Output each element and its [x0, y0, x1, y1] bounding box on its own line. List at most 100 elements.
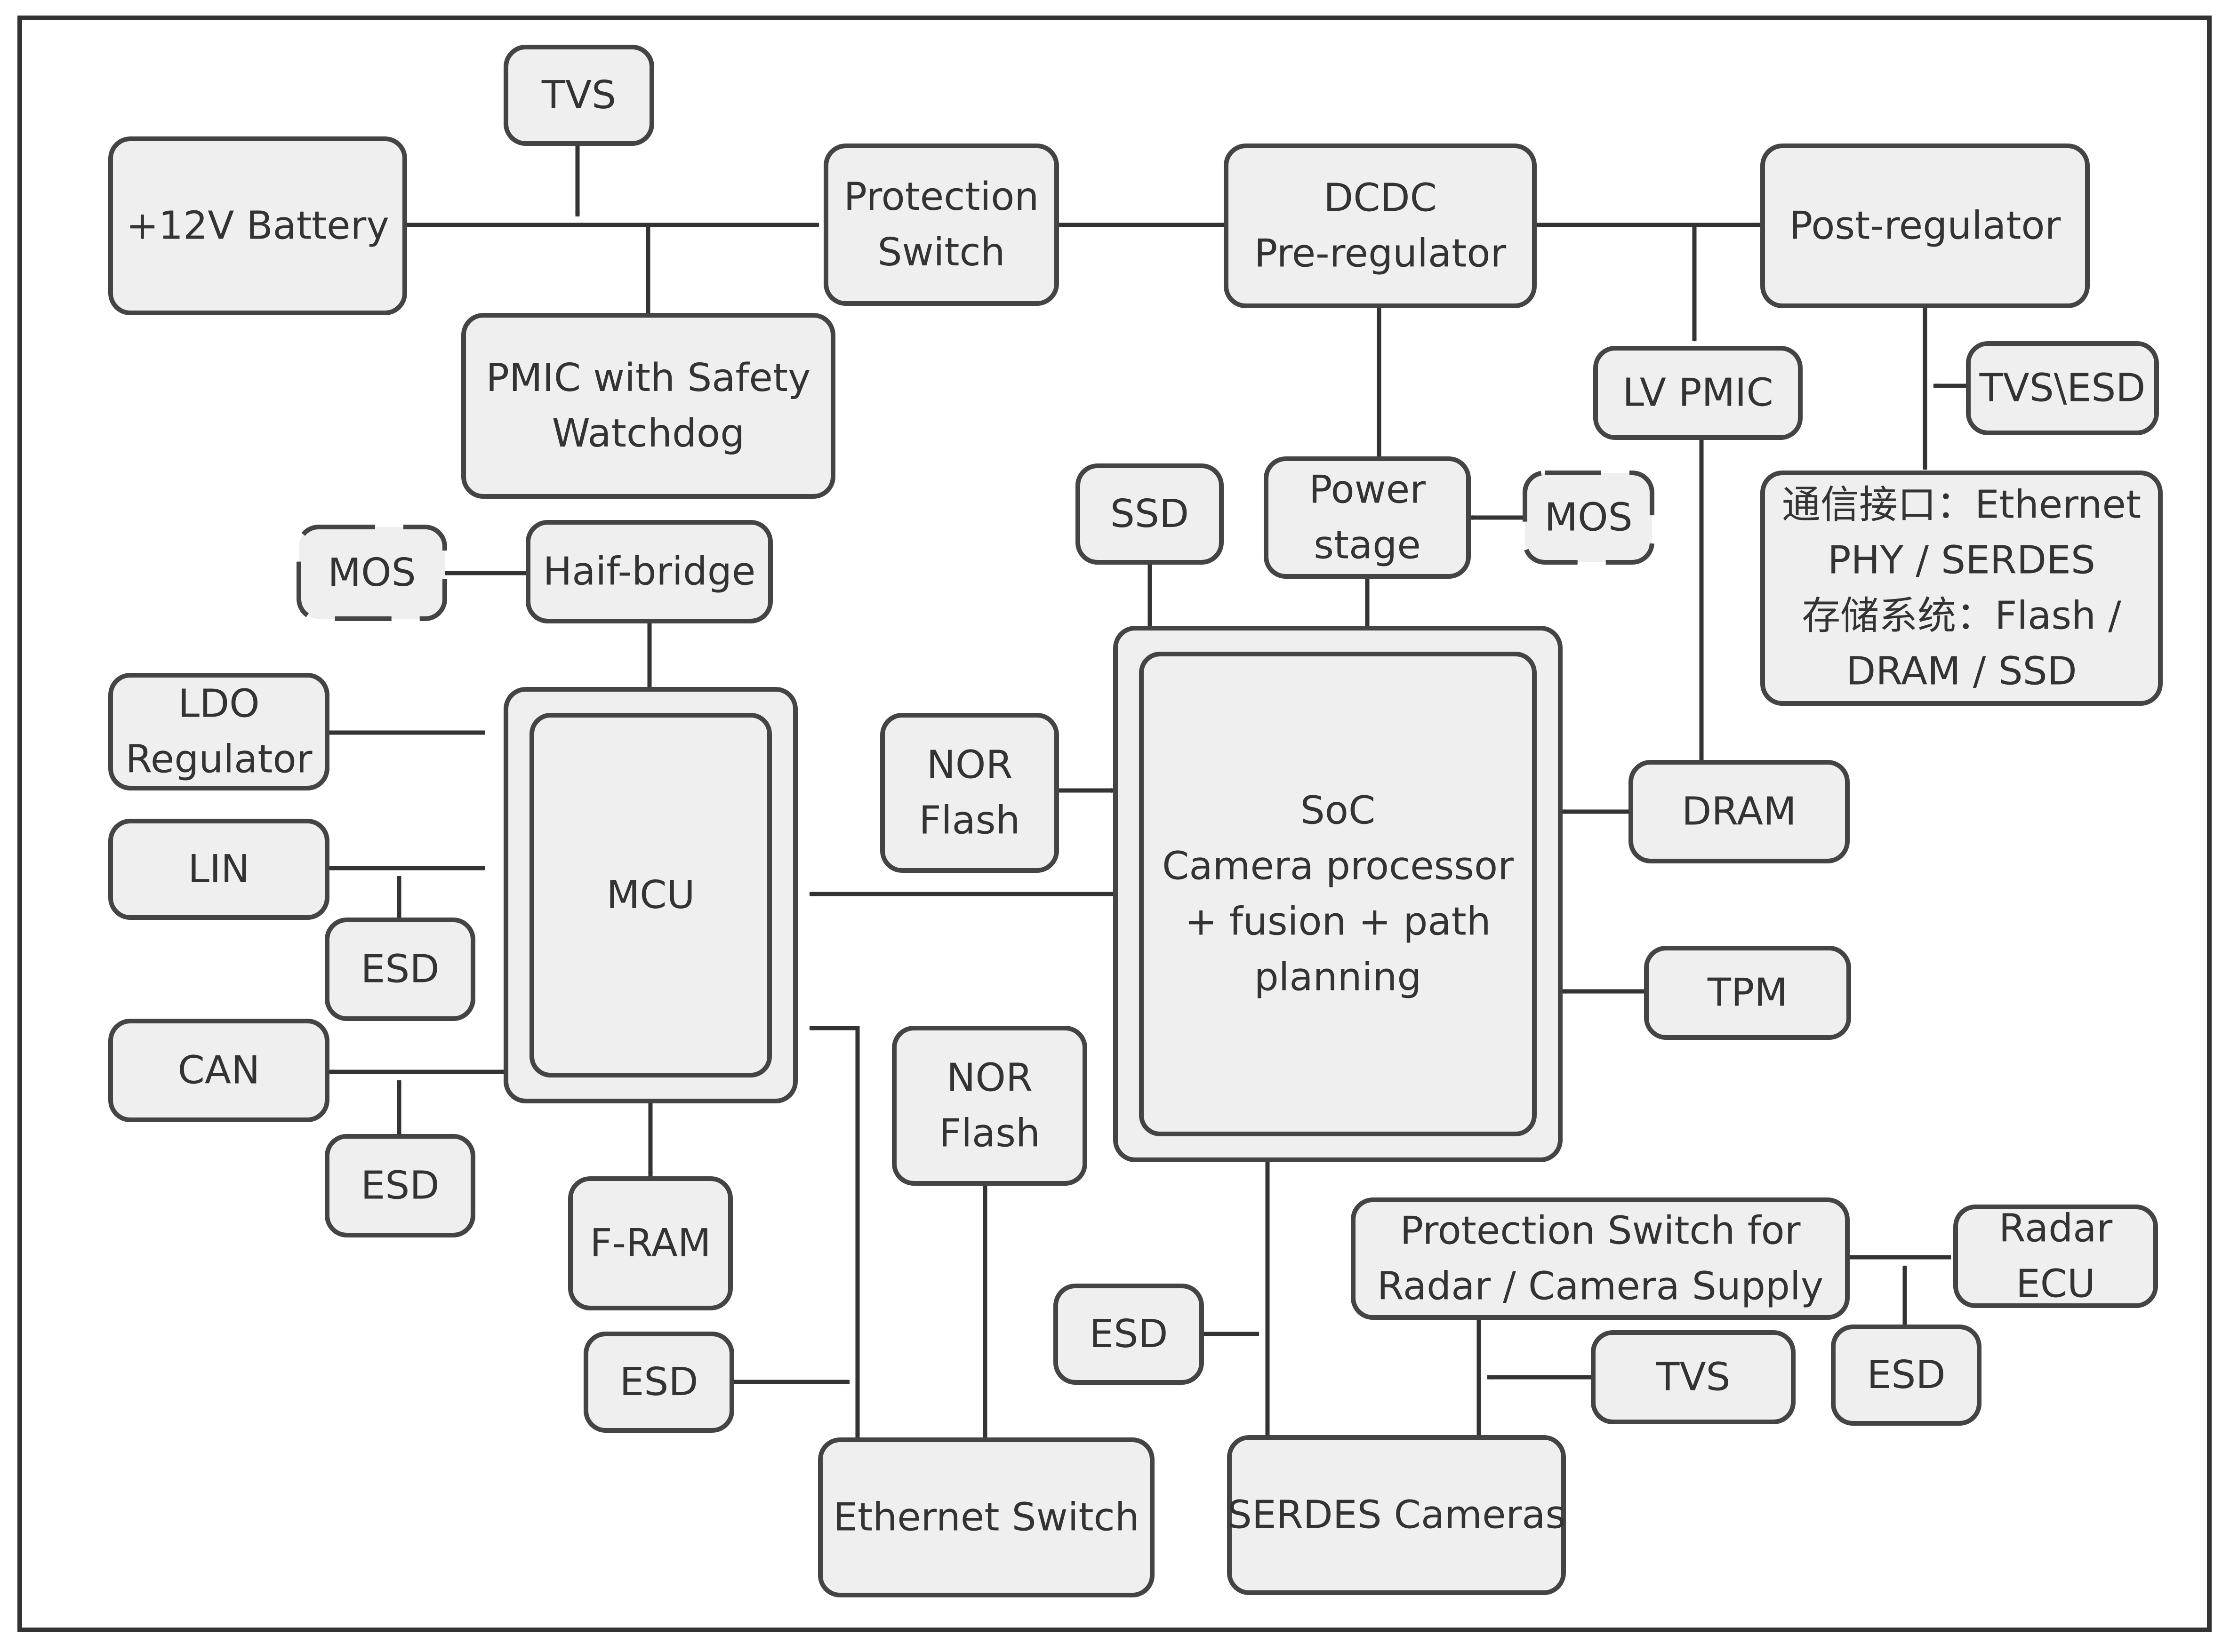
dcdc-pre-regulator-block-outline [1224, 144, 1537, 308]
esd-radar-block-label: ESD [1867, 1353, 1945, 1397]
ethernet-switch-block-outline [818, 1437, 1155, 1597]
fram-block: F-RAM [568, 1176, 733, 1310]
esd-can-block: ESD [325, 1134, 475, 1237]
pmic-safety-watchdog-block-outline [461, 313, 835, 499]
mos-left-block: MOS [297, 525, 447, 621]
nor-flash-ethernet-block-label: Flash [939, 1111, 1040, 1156]
power-stage-block-outline [1264, 456, 1471, 579]
can-block-label: CAN [178, 1048, 260, 1093]
mcu-block: MCU [504, 687, 798, 1103]
nor-flash-soc-block-label: NOR [927, 743, 1013, 788]
half-bridge-block-outline [526, 520, 773, 623]
protection-switch-block-label: Protection [844, 175, 1039, 219]
lv-pmic-block-label: LV PMIC [1622, 371, 1773, 415]
nor-flash-ethernet-block-label: NOR [947, 1056, 1033, 1101]
tvs-esd-block-outline [1966, 341, 2159, 435]
outer-frame [17, 16, 2212, 1632]
dcdc-pre-regulator-block-label: Pre-regulator [1254, 231, 1507, 276]
tpm-block: TPM [1644, 946, 1851, 1040]
comm-storage-block-label: 通信接口：Ethernet [1782, 483, 2141, 527]
dram-block: DRAM [1628, 760, 1850, 863]
esd-lin-block: ESD [325, 918, 475, 1021]
radar-ecu-block-label: Radar [1999, 1206, 2113, 1251]
esd-lin-block-outline [325, 918, 475, 1021]
nor-flash-soc-block: NOR Flash [880, 713, 1059, 873]
wire-mcu-ethernet [809, 1026, 860, 1438]
battery-block-label: +12V Battery [126, 204, 389, 248]
radar-ecu-block-label: ECU [2016, 1262, 2095, 1307]
protection-switch-radar-block-label: Radar / Camera Supply [1377, 1264, 1824, 1309]
fram-block-label: F-RAM [590, 1221, 711, 1266]
lin-block: LIN [108, 819, 329, 920]
nor-flash-soc-block-label: Flash [919, 798, 1020, 843]
ldo-regulator-block-outline [108, 673, 329, 790]
tvs-radar-block-outline [1591, 1330, 1796, 1424]
mos-left-block-outline [297, 525, 447, 621]
comm-storage-block-label: PHY / SERDES [1828, 538, 2095, 583]
protection-switch-block-label: Switch [877, 230, 1005, 275]
serdes-cameras-block-outline [1227, 1435, 1566, 1595]
comm-storage-block-label: DRAM / SSD [1846, 649, 2077, 694]
esd-radar-block-outline [1831, 1325, 1981, 1426]
esd-serdes-block-label: ESD [1089, 1312, 1168, 1357]
lv-pmic-block: LV PMIC [1593, 346, 1803, 440]
esd-can-block-label: ESD [361, 1164, 439, 1208]
mcu-block-inner-outline [529, 713, 772, 1077]
battery-block-outline [108, 136, 407, 315]
tvs-radar-block: TVS [1591, 1330, 1796, 1424]
half-bridge-block-label: Haif-bridge [543, 550, 756, 594]
mos-right-block: MOS [1523, 471, 1654, 565]
esd-lin-block-label: ESD [361, 947, 439, 992]
ethernet-switch-block: Ethernet Switch [818, 1437, 1155, 1597]
esd-ethernet-block-label: ESD [619, 1360, 698, 1405]
mos-right-block-outline [1523, 471, 1654, 565]
esd-ethernet-block: ESD [584, 1332, 734, 1433]
comm-storage-block-label: 存储系统：Flash / [1802, 594, 2121, 638]
nor-flash-ethernet-block-outline [892, 1026, 1087, 1186]
half-bridge-block: Haif-bridge [526, 520, 773, 623]
lin-block-outline [108, 819, 329, 920]
ssd-block-label: SSD [1110, 492, 1189, 536]
fram-block-outline [568, 1176, 733, 1310]
ldo-regulator-block-label: LDO [178, 682, 259, 726]
tvs-radar-block-label: TVS [1655, 1355, 1730, 1400]
comm-storage-block-outline [1760, 471, 2163, 706]
pmic-safety-watchdog-block-label: Watchdog [552, 411, 745, 456]
nor-flash-ethernet-block: NOR Flash [892, 1026, 1087, 1186]
soc-block-label: Camera processor [1162, 844, 1514, 889]
ssd-block: SSD [1075, 463, 1224, 565]
tpm-block-label: TPM [1707, 971, 1788, 1015]
dram-block-outline [1628, 760, 1850, 863]
protection-switch-radar-block-label: Protection Switch for [1400, 1209, 1801, 1253]
power-stage-block-label: Power [1309, 468, 1426, 512]
connectors [329, 144, 1968, 1438]
ethernet-switch-block-label: Ethernet Switch [833, 1495, 1139, 1540]
battery-block: +12V Battery [108, 136, 407, 315]
lin-block-label: LIN [188, 847, 249, 892]
ldo-regulator-block-label: Regulator [126, 737, 313, 782]
mos-right-block-label: MOS [1544, 495, 1632, 540]
esd-serdes-block-outline [1053, 1284, 1204, 1385]
can-block: CAN [108, 1019, 329, 1122]
esd-radar-block: ESD [1831, 1325, 1981, 1426]
ssd-block-outline [1075, 463, 1224, 565]
esd-ethernet-block-outline [584, 1332, 734, 1433]
ldo-regulator-block: LDO Regulator [108, 673, 329, 790]
dram-block-label: DRAM [1682, 790, 1797, 834]
radar-ecu-block-outline [1953, 1205, 2158, 1308]
lv-pmic-block-outline [1593, 346, 1803, 440]
mos-left-block-label: MOS [328, 551, 416, 595]
mcu-block-label: MCU [606, 873, 695, 918]
tvs-esd-block: TVS\ESD [1966, 341, 2159, 435]
soc-block-label: SoC [1300, 789, 1375, 833]
soc-block-inner-outline [1139, 652, 1537, 1136]
